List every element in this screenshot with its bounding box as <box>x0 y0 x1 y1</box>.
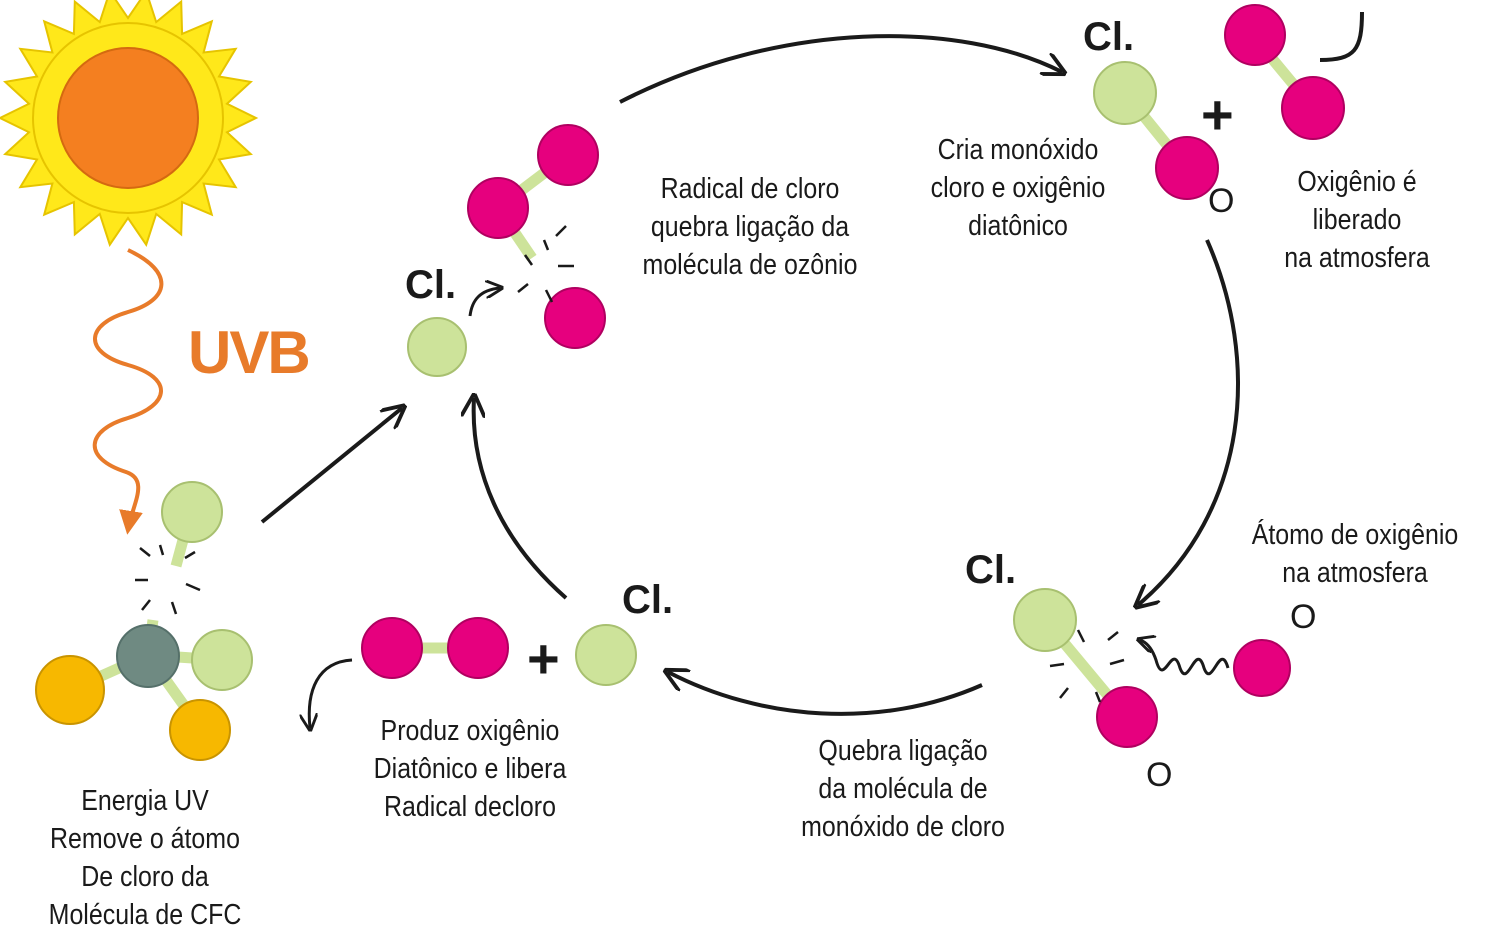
cfc-molecule-icon <box>35 481 253 761</box>
radical-attack-arrow <box>468 288 500 317</box>
uv-wave-icon <box>92 248 164 535</box>
chlorine-atom-icon <box>407 317 467 377</box>
chlorine-atom-icon <box>575 624 637 686</box>
bond-break-icon <box>1049 629 1125 703</box>
cl-symbol: Cl. <box>1083 15 1135 59</box>
plus-symbol: + <box>1201 83 1234 146</box>
cycle-arrow-bottom <box>668 672 983 716</box>
o-symbol: O <box>1290 598 1317 636</box>
chlorine-monoxide-icon <box>1093 61 1219 200</box>
plus-symbol: + <box>527 627 560 690</box>
cycle-arrow-right <box>1138 239 1240 605</box>
bond-break-icon <box>135 544 201 615</box>
release-arrow <box>309 658 353 728</box>
oxygen-atom-icon <box>1233 639 1291 697</box>
oxygen-molecule-icon <box>361 617 509 679</box>
chlorine-monoxide-icon <box>1013 588 1158 748</box>
ozone-molecule-icon <box>467 124 606 349</box>
arrow-cfc-to-radical <box>260 408 402 524</box>
cycle-arrow-left <box>474 398 568 600</box>
cl-symbol: Cl. <box>965 548 1017 592</box>
oxygen-molecule-icon <box>1224 4 1345 140</box>
uvb-label: UVB <box>188 319 311 386</box>
o-symbol: O <box>1146 756 1173 794</box>
cl-symbol: Cl. <box>622 578 674 622</box>
oxygen-approach-wave <box>1140 640 1230 676</box>
cycle-arrow-top <box>619 34 1062 104</box>
sun-icon <box>0 0 259 247</box>
bond-break-icon <box>517 225 574 303</box>
release-arrow <box>1319 11 1364 62</box>
cl-symbol: Cl. <box>405 263 457 307</box>
o-symbol: O <box>1208 182 1235 220</box>
